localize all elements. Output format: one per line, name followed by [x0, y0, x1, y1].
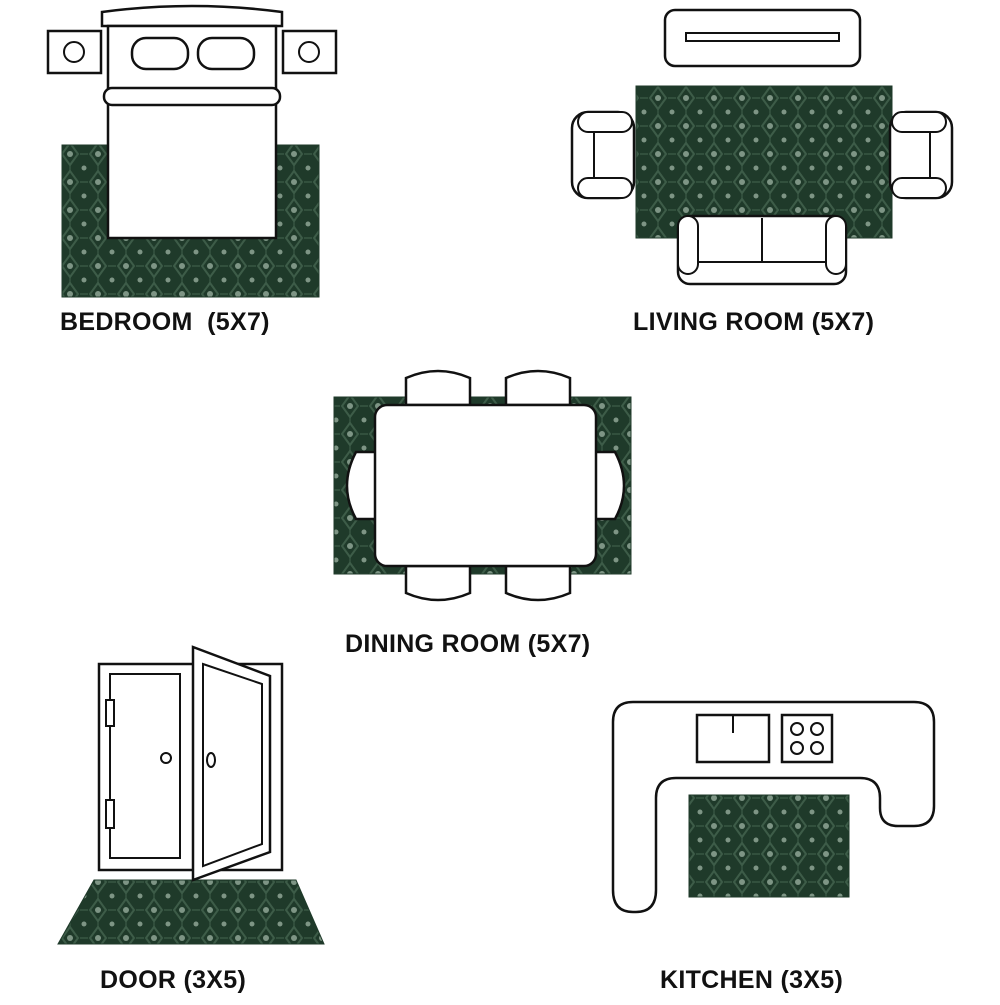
- door-knob-outer: [206, 752, 216, 768]
- kitchen-layout: [611, 700, 936, 914]
- door-rug: [57, 879, 325, 945]
- dining-room-layout: [333, 369, 632, 602]
- door-label: DOOR (3X5): [100, 966, 247, 994]
- kitchen-label: KITCHEN (3X5): [660, 966, 844, 994]
- stove-cooktop: [780, 713, 834, 764]
- living-room-rug: [635, 85, 893, 239]
- tv-console: [663, 8, 862, 68]
- door-knob-inner: [160, 752, 172, 764]
- pillow-right: [196, 36, 256, 71]
- kitchen-sink: [695, 713, 771, 764]
- door-hinge-top: [105, 699, 115, 727]
- living-room-layout: [570, 8, 954, 286]
- bedroom-label: BEDROOM (5X7): [60, 308, 270, 336]
- door-layout: [57, 645, 325, 945]
- pillow-left: [130, 36, 190, 71]
- bed: [100, 4, 284, 240]
- bed-blanket-fold: [102, 86, 282, 107]
- door-hinge-bottom: [105, 799, 115, 829]
- dining-chairs: [345, 369, 626, 602]
- bedroom-layout: [46, 4, 338, 298]
- armchair-right: [888, 110, 954, 200]
- dining-table: [373, 403, 598, 568]
- nightstand-left: [46, 29, 103, 75]
- kitchen-rug: [688, 794, 850, 898]
- dining-room-label: DINING ROOM (5X7): [345, 630, 591, 658]
- sofa: [676, 214, 848, 286]
- kitchen-counter: [611, 700, 936, 914]
- living-room-label: LIVING ROOM (5X7): [633, 308, 875, 336]
- nightstand-right: [281, 29, 338, 75]
- armchair-left: [570, 110, 636, 200]
- open-door-panel: [191, 645, 272, 882]
